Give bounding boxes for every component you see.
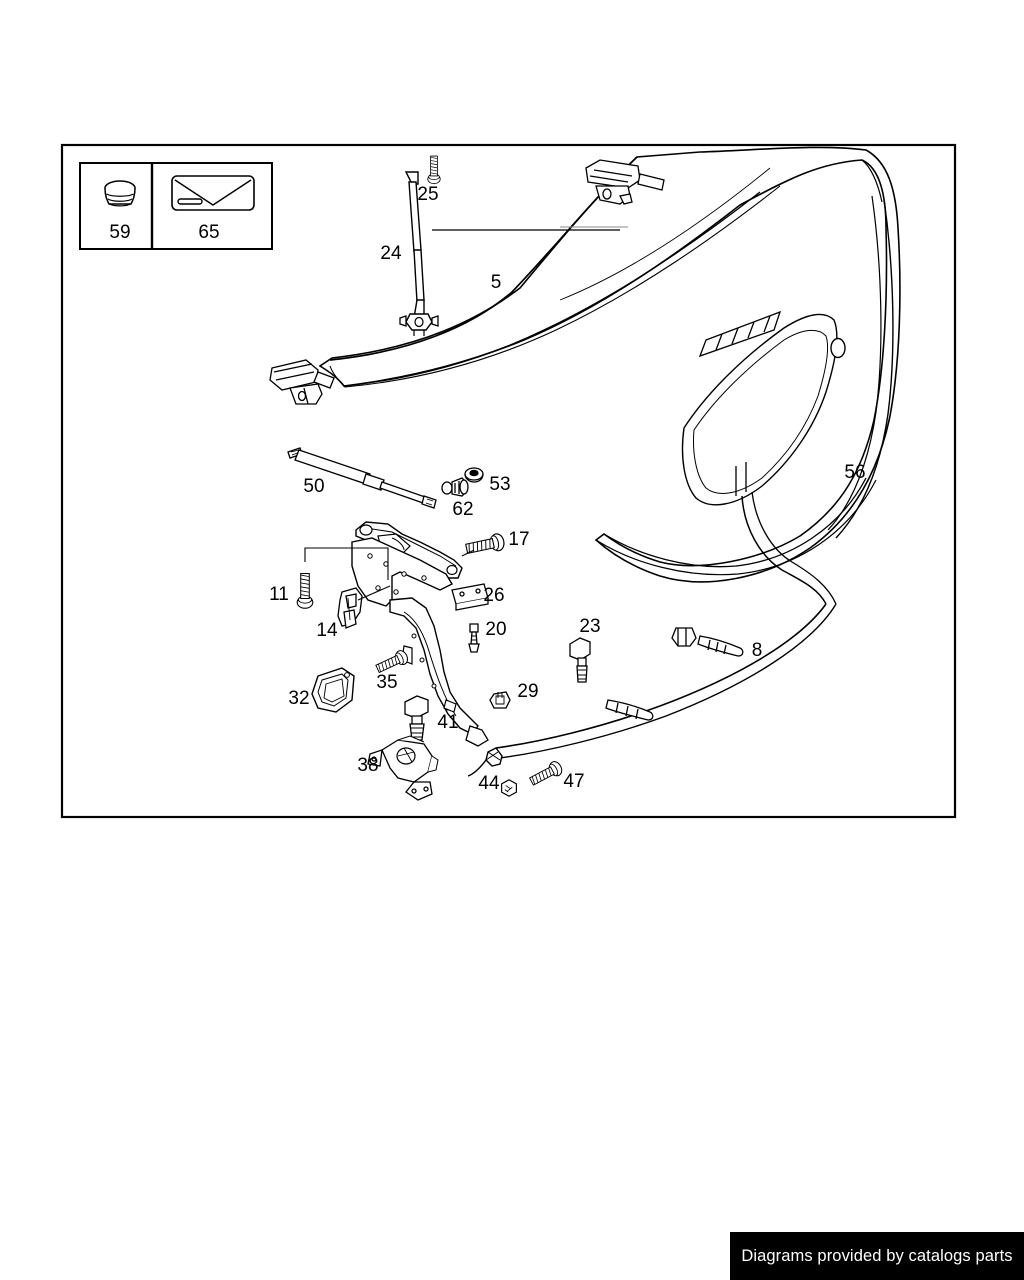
nut-icon: [501, 779, 517, 797]
clip-icon: [671, 627, 744, 657]
emblem-badge-icon: [171, 175, 255, 211]
washer-icon: [464, 467, 484, 483]
callout-label-53: 53: [489, 474, 510, 495]
callout-label-25: 25: [417, 184, 438, 205]
callout-label-11: 11: [269, 584, 289, 605]
callout-label-20: 20: [485, 619, 506, 640]
flange-bolt-icon: [464, 532, 507, 558]
bushing-icon: [441, 477, 469, 497]
callout-label-44: 44: [478, 773, 500, 794]
callout-label-35: 35: [376, 672, 397, 693]
watermark-banner: Diagrams provided by catalogs parts: [730, 1232, 1024, 1280]
watermark-text: Diagrams provided by catalogs parts: [741, 1246, 1013, 1265]
left-hinge-bracket: [269, 359, 335, 405]
diagram-frame: [60, 143, 957, 819]
callout-label-29: 29: [517, 681, 538, 702]
inset-label-65: 65: [198, 222, 219, 243]
callout-label-32: 32: [288, 688, 309, 709]
striker-bracket-icon: [367, 735, 439, 801]
leader-line-11: [304, 547, 389, 580]
push-rod-icon: [287, 447, 437, 509]
callout-label-56: 56: [844, 462, 865, 483]
lock-cover-icon: [311, 667, 355, 713]
leader-line-14: [357, 585, 391, 601]
callout-label-8: 8: [752, 640, 763, 661]
stud-bolt-icon: [569, 637, 591, 683]
callout-label-41: 41: [437, 712, 458, 733]
bolt-icon-11: [296, 572, 314, 609]
hex-bolt-icon: [404, 695, 429, 741]
clip-icon-lower: [605, 699, 654, 721]
inset-legend-box: 59 65: [79, 162, 273, 250]
callout-label-50: 50: [303, 476, 324, 497]
callout-label-5: 5: [491, 272, 502, 293]
upper-hinge-bracket: [585, 159, 665, 205]
rod-link-icon: [399, 171, 439, 336]
callout-label-14: 14: [316, 620, 338, 641]
leader-line-17: [461, 549, 475, 557]
pin-icon: [468, 623, 480, 653]
torsion-bar-drawing: [467, 491, 837, 777]
callout-label-23: 23: [579, 616, 600, 637]
callout-label-24: 24: [380, 243, 402, 264]
catch-bracket-icon: [337, 587, 363, 629]
callout-label-26: 26: [483, 585, 504, 606]
callout-label-38: 38: [357, 755, 378, 776]
callout-label-62: 62: [452, 499, 473, 520]
hinge-arm-assembly: [351, 521, 489, 747]
callout-label-17: 17: [508, 529, 529, 550]
bolt-icon-47: [527, 759, 565, 789]
grommet-plug-icon: [104, 180, 136, 207]
trunk-lid-panel-drawing: [318, 146, 901, 583]
callout-label-47: 47: [563, 771, 584, 792]
screw-icon: [427, 155, 441, 185]
spacer-plate-icon: [451, 583, 489, 611]
clip-nut-icon: [489, 691, 511, 709]
inset-label-59: 59: [109, 222, 130, 243]
